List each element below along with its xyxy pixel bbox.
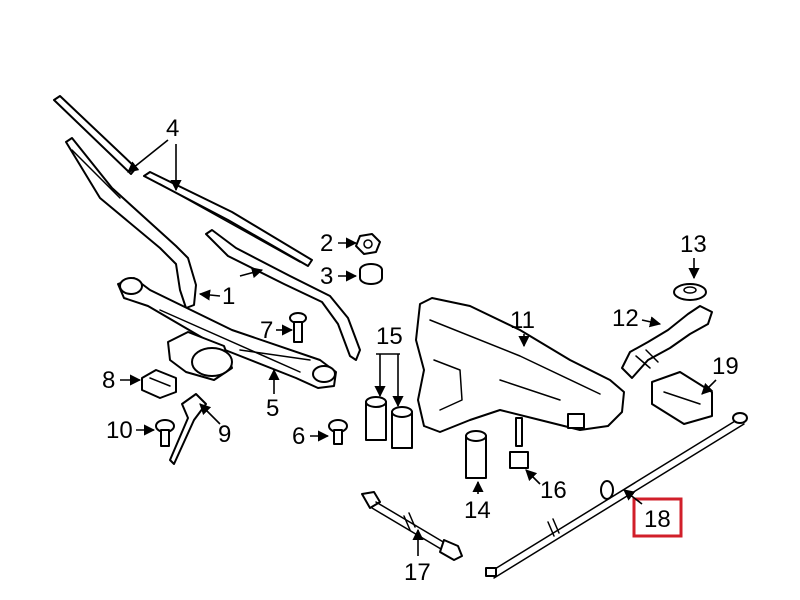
callout-12: 12 [612,305,639,332]
bracket-part-8 [141,369,177,399]
callout-16: 16 [540,477,567,504]
callout-4: 4 [166,115,179,142]
washer-hose-18 [485,412,748,579]
callout-2: 2 [320,230,333,257]
bolt-part-10 [155,419,175,447]
nut-part-2 [355,233,381,255]
callout-3: 3 [320,263,333,290]
bracket-part-19 [651,371,713,425]
callout-15: 15 [376,323,403,350]
callout-9: 9 [218,421,231,448]
callout-17: 17 [404,559,431,586]
washer-pump-right [391,406,413,449]
bolt-part-7 [289,312,307,343]
callout-8: 8 [102,367,115,394]
callout-18: 18 [644,506,671,533]
callout-14: 14 [464,497,491,524]
level-sensor-16 [509,417,529,469]
strap-part-9 [169,393,207,465]
bolt-part-6 [328,419,348,445]
cap-part-3 [359,263,383,285]
washer-hose-17 [361,491,463,561]
callout-5: 5 [266,395,279,422]
callout-1: 1 [222,283,235,310]
filler-cap-13 [673,283,707,301]
callout-10: 10 [106,417,133,444]
wiper-arm-left [53,95,197,309]
filler-neck-12 [621,305,713,379]
washer-pump-14 [465,430,487,479]
washer-reservoir [415,297,625,433]
wiper-linkage [117,277,337,389]
callout-19: 19 [712,353,739,380]
callout-7: 7 [260,317,273,344]
callout-6: 6 [292,423,305,450]
callout-13: 13 [680,231,707,258]
callout-18-highlight-box [632,497,683,538]
wiper-blade-upper [143,171,313,267]
washer-pump-left [365,396,387,441]
wiper-arm-right [205,229,361,361]
callout-11: 11 [510,307,535,334]
